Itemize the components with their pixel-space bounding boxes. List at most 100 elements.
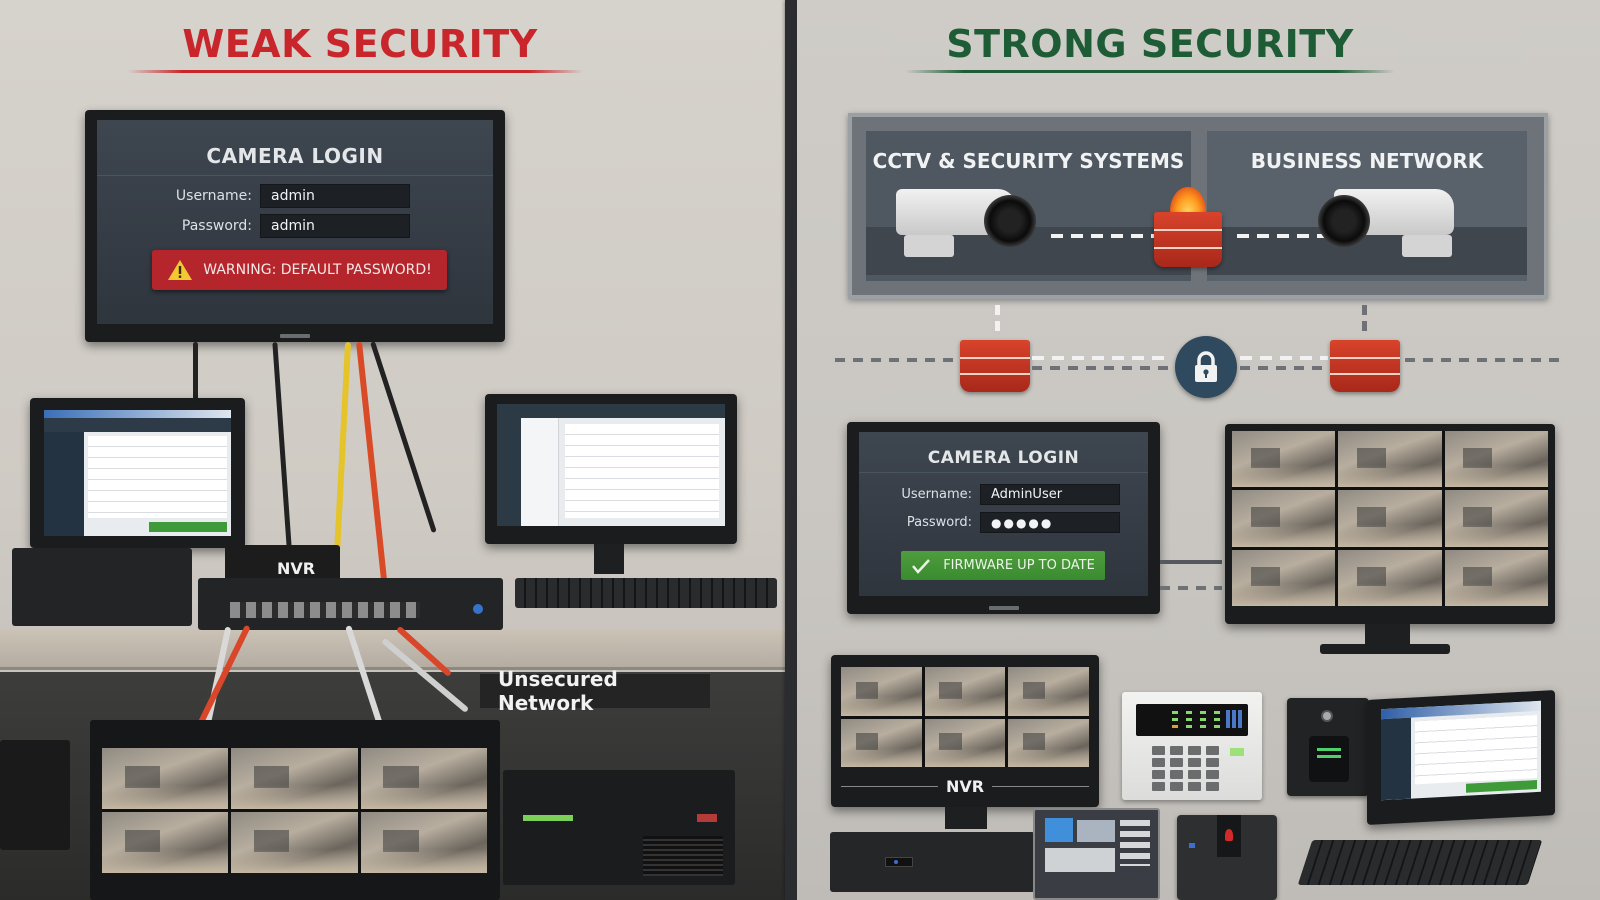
keypad-key[interactable] xyxy=(1152,746,1165,755)
camera-feed[interactable] xyxy=(360,812,487,873)
username-input[interactable]: AdminUser xyxy=(980,484,1120,505)
keypad-key[interactable] xyxy=(1206,770,1219,779)
keypad-key[interactable] xyxy=(1152,770,1165,779)
keypad-key[interactable] xyxy=(1170,782,1183,791)
nvr-monitor: NVR xyxy=(831,655,1099,807)
access-control-panel xyxy=(1033,808,1160,900)
keypad-key[interactable] xyxy=(1188,758,1201,767)
pc-tower xyxy=(12,548,192,626)
weak-security-heading: WEAK SECURITY xyxy=(182,22,538,66)
camera-feed[interactable] xyxy=(1338,431,1442,488)
camera-feed[interactable] xyxy=(1232,549,1336,606)
pos-screen xyxy=(1381,700,1541,801)
black-cable xyxy=(193,342,198,402)
nvr-label: NVR xyxy=(277,559,316,578)
camera-feed[interactable] xyxy=(1232,431,1336,488)
camera-feed[interactable] xyxy=(1008,667,1089,716)
username-label: Username: xyxy=(901,487,972,502)
nvr-recorder xyxy=(830,832,1035,892)
camera-feed-grid xyxy=(102,748,487,873)
pos-terminal xyxy=(1367,690,1555,825)
surveillance-monitor xyxy=(1225,424,1555,624)
keypad-key[interactable] xyxy=(1188,782,1201,791)
camera-feed[interactable] xyxy=(841,718,922,767)
firmware-status-text: FIRMWARE UP TO DATE xyxy=(943,558,1095,573)
keypad-key[interactable] xyxy=(1170,770,1183,779)
warning-text: WARNING: DEFAULT PASSWORD! xyxy=(203,262,432,278)
weak-heading-underline xyxy=(128,70,583,73)
nvr-feed-grid xyxy=(841,667,1089,767)
camera-feed[interactable] xyxy=(1444,490,1548,547)
camera-feed[interactable] xyxy=(924,667,1006,716)
cctv-zone-title: CCTV & SECURITY SYSTEMS xyxy=(872,149,1185,173)
secure-login-screen: CAMERA LOGIN Username: AdminUser Passwor… xyxy=(859,432,1148,596)
firewall-icon xyxy=(1330,340,1400,392)
keypad-key[interactable] xyxy=(1206,758,1219,767)
lock-icon xyxy=(1175,336,1237,398)
camera-feed[interactable] xyxy=(1338,490,1442,547)
keypad-key[interactable] xyxy=(1170,746,1183,755)
keypad-key[interactable] xyxy=(1152,758,1165,767)
secure-login-title: CAMERA LOGIN xyxy=(927,448,1080,468)
default-password-warning: WARNING: DEFAULT PASSWORD! xyxy=(152,250,447,290)
keypad-key[interactable] xyxy=(1206,782,1219,791)
password-label: Password: xyxy=(181,218,252,234)
password-label: Password: xyxy=(906,515,972,530)
weak-username-row: Username: admin xyxy=(157,184,410,208)
warning-triangle-icon xyxy=(168,260,193,280)
camera-feed[interactable] xyxy=(1232,490,1336,547)
password-input[interactable]: admin xyxy=(260,214,410,238)
username-input[interactable]: admin xyxy=(260,184,410,208)
camera-feed[interactable] xyxy=(1444,431,1548,488)
keypad-key[interactable] xyxy=(1188,746,1201,755)
nvr-monitor-label: NVR xyxy=(937,777,993,796)
keypad-key[interactable] xyxy=(1206,746,1219,755)
email-client-screen xyxy=(497,404,725,526)
keypad-key[interactable] xyxy=(1170,758,1183,767)
left-pc-monitor xyxy=(30,398,245,548)
camera-feed[interactable] xyxy=(360,748,487,809)
admin-software-screen xyxy=(44,410,231,536)
strong-heading-underline xyxy=(905,70,1395,73)
weak-login-screen: CAMERA LOGIN Username: admin Password: a… xyxy=(97,120,493,324)
weak-login-title: CAMERA LOGIN xyxy=(206,144,384,168)
right-pc-monitor xyxy=(485,394,737,544)
camera-feed[interactable] xyxy=(841,667,922,716)
username-label: Username: xyxy=(175,188,252,204)
network-switch xyxy=(198,578,503,630)
camera-feed[interactable] xyxy=(102,748,229,809)
secure-username-row: Username: AdminUser xyxy=(887,484,1120,505)
camera-feed[interactable] xyxy=(1444,549,1548,606)
firmware-status-banner: FIRMWARE UP TO DATE xyxy=(901,551,1105,580)
business-zone: BUSINESS NETWORK xyxy=(1207,131,1527,281)
business-zone-title: BUSINESS NETWORK xyxy=(1250,149,1484,173)
camera-feed[interactable] xyxy=(924,718,1006,767)
keyboard xyxy=(515,578,777,608)
cctv-camera-icon xyxy=(884,181,1036,261)
password-input[interactable]: ●●●●● xyxy=(980,512,1120,533)
keypad-key[interactable] xyxy=(1188,770,1201,779)
camera-feed[interactable] xyxy=(1338,549,1442,606)
weak-login-monitor: CAMERA LOGIN Username: admin Password: a… xyxy=(85,110,505,342)
checkmark-icon xyxy=(912,558,931,574)
network-segmentation-diagram: CCTV & SECURITY SYSTEMS BUSINESS NETWORK xyxy=(848,113,1548,299)
strong-security-heading: STRONG SECURITY xyxy=(946,22,1354,66)
card-reader xyxy=(1177,815,1277,900)
camera-feed[interactable] xyxy=(231,812,358,873)
secure-password-row: Password: ●●●●● xyxy=(887,512,1120,533)
firewall-icon xyxy=(960,340,1030,392)
camera-feed[interactable] xyxy=(102,812,229,873)
keypad-key[interactable] xyxy=(1152,782,1165,791)
printer xyxy=(0,740,70,850)
camera-feed-grid xyxy=(1232,431,1548,606)
dvr-unit xyxy=(503,770,735,885)
camera-feed[interactable] xyxy=(231,748,358,809)
camera-feed[interactable] xyxy=(1008,718,1089,767)
nvr-recorder-monitor xyxy=(90,720,500,900)
cctv-zone: CCTV & SECURITY SYSTEMS xyxy=(866,131,1191,281)
panel-divider xyxy=(785,0,797,900)
firewall-icon xyxy=(1154,212,1222,267)
unsecured-network-label: Unsecured Network xyxy=(480,667,710,715)
weak-password-row: Password: admin xyxy=(157,214,410,238)
